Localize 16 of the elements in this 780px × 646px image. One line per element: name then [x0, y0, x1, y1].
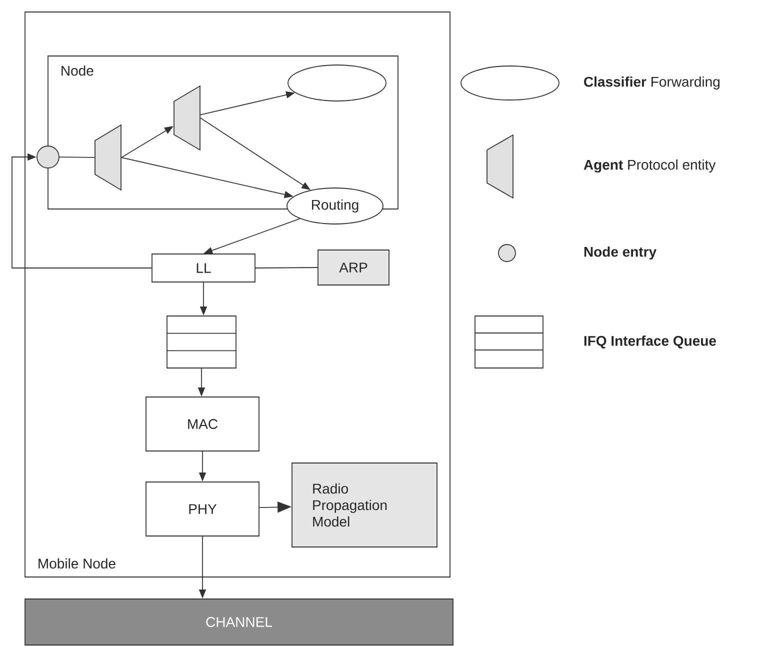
model-box: Radio Propagation Model — [292, 462, 438, 548]
legend-item: IFQ Interface Queue — [474, 316, 716, 368]
arrow — [12, 153, 152, 268]
queue-box — [166, 316, 236, 368]
entry-circle — [36, 146, 60, 168]
process-box: PHY — [146, 482, 260, 536]
process-box: LL — [152, 254, 256, 282]
legend-item: Node entry — [498, 244, 656, 262]
legend-item: Agent Protocol entity — [486, 134, 716, 199]
agent-trapezoid — [94, 124, 122, 191]
legend-item: Classifier Forwarding — [460, 66, 720, 100]
channel-bar: CHANNEL — [24, 598, 454, 646]
agent-trapezoid — [174, 85, 200, 151]
process-box: ARP — [318, 250, 390, 286]
process-box: MAC — [146, 396, 260, 452]
classifier-ellipse — [288, 64, 386, 102]
